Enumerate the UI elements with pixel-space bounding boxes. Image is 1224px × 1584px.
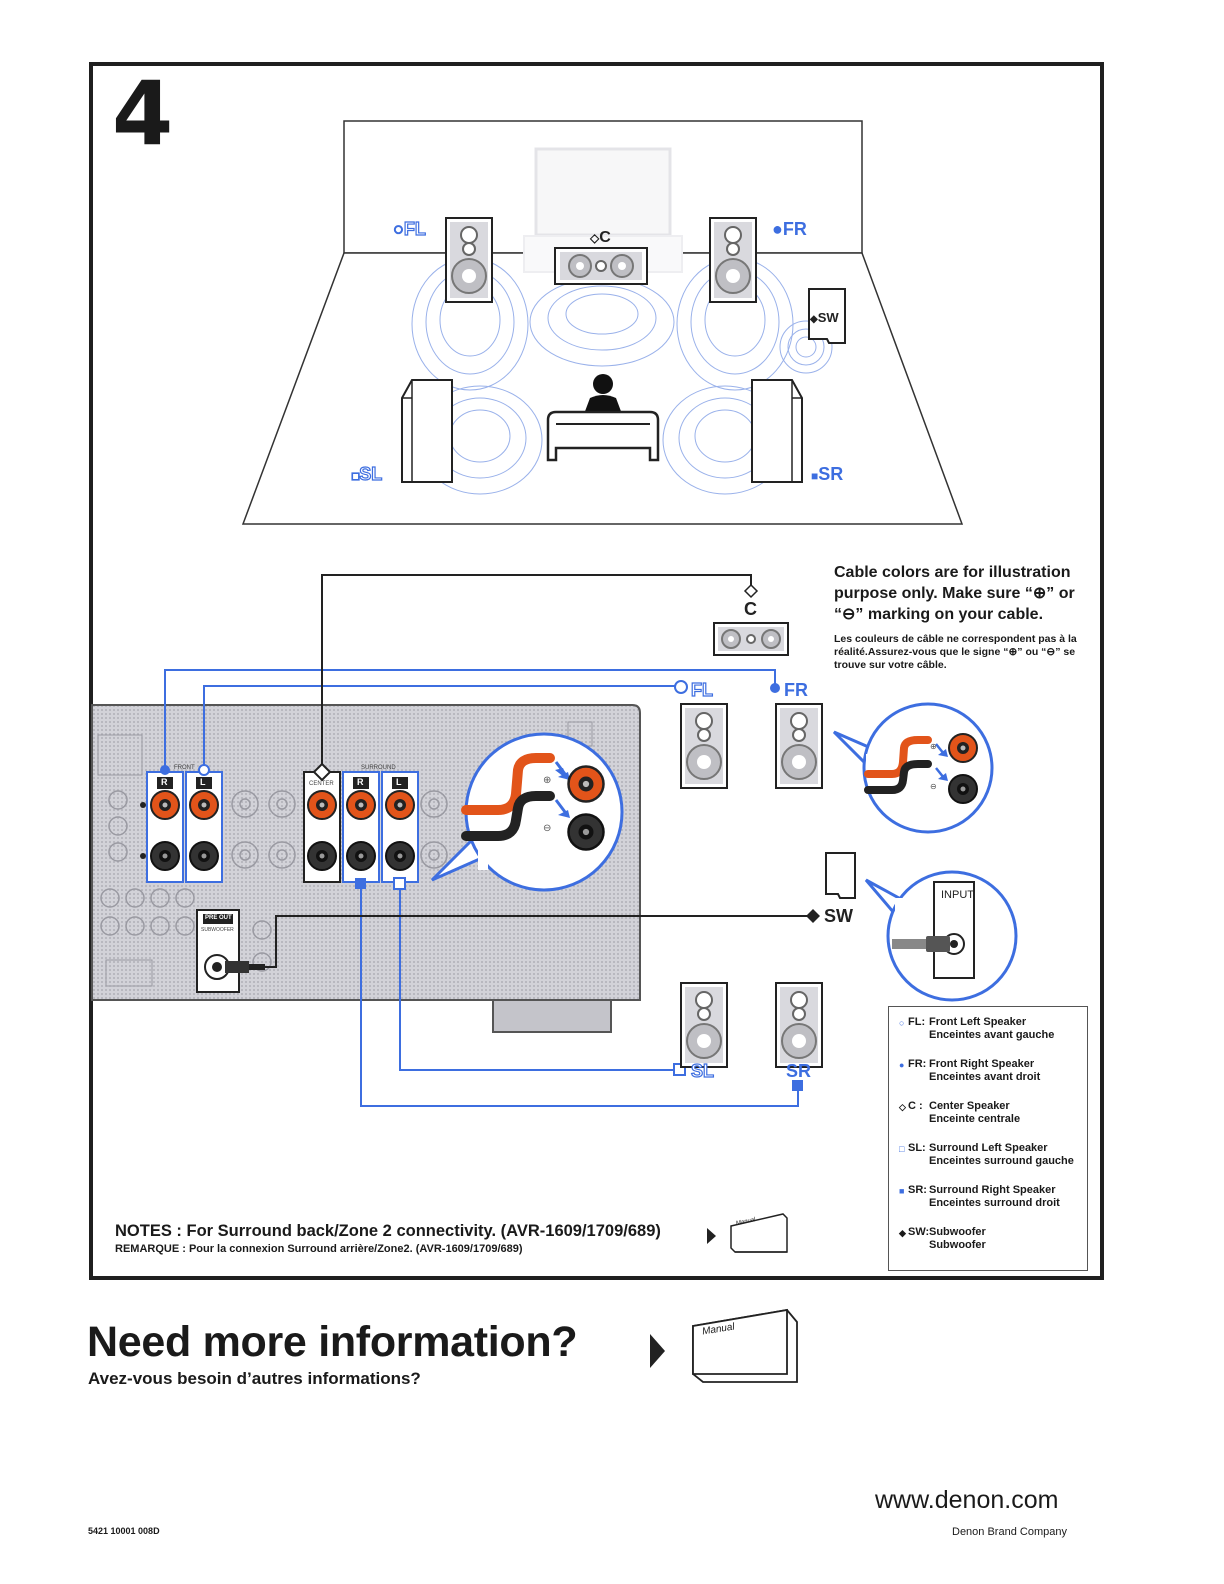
surround-right-speaker: [751, 379, 803, 483]
zoom-minus-sign: ⊖: [543, 823, 552, 834]
room-illustration: [241, 120, 964, 525]
need-more-info-headline: Need more information?: [87, 1318, 578, 1366]
room-label-sr: ■SR: [811, 464, 844, 484]
bubble-minus-sign: ⊖: [930, 782, 937, 791]
front-left-speaker-small: [680, 703, 728, 789]
room-label-fr: ●FR: [772, 219, 807, 239]
wire-markers: [160, 583, 820, 1091]
bubble-plus-sign: ⊕: [930, 742, 937, 751]
receiver-label-front: FRONT: [174, 765, 195, 771]
manual-book-icon-large: [692, 1308, 798, 1383]
room-label-fl: ○FL: [392, 219, 426, 239]
room-label-c: ◇C: [590, 229, 611, 246]
subwoofer-small: [825, 852, 856, 899]
wiring-label-sw: SW: [824, 906, 853, 926]
surround-right-speaker-small: [775, 982, 823, 1068]
wiring-label-fr: FR: [784, 680, 808, 700]
receiver-label-surround: SURROUND: [361, 765, 396, 771]
surround-right-wire: [360, 884, 799, 1107]
cable-note-en: Cable colors are for illustration purpos…: [834, 564, 1075, 623]
front-right-speaker: [709, 217, 757, 303]
room-label-sw: ◆SW: [810, 310, 839, 325]
subwoofer-speaker: [808, 288, 846, 344]
subwoofer-input-zoom-bubble: [864, 870, 1018, 1002]
notes-fr: REMARQUE : Pour la connexion Surround ar…: [115, 1243, 523, 1255]
subwoofer-input-label: INPUT: [941, 889, 974, 901]
center-wire: [321, 574, 752, 772]
wiring-label-sr: SR: [786, 1061, 812, 1081]
speaker-terminal-zoom-bubble: [832, 702, 994, 834]
front-right-speaker-small: [775, 703, 823, 789]
wiring-label-c: C: [744, 599, 757, 619]
pre-out-subwoofer-label: SUBWOOFER: [201, 927, 234, 933]
wiring-label-fl: FL: [690, 680, 713, 700]
notes-en: NOTES : For Surround back/Zone 2 connect…: [115, 1222, 661, 1240]
cable-note-fr: Les couleurs de câble ne correspondent p…: [834, 633, 1077, 671]
center-speaker: [554, 247, 648, 285]
surround-left-speaker-small: [680, 982, 728, 1068]
surround-left-speaker: [401, 379, 453, 483]
center-speaker-small: [713, 622, 789, 656]
listener-on-sofa: [546, 374, 660, 462]
speaker-wires: [164, 574, 808, 1107]
surround-r-label: R: [357, 777, 364, 787]
part-number: 5421 10001 008D: [88, 1526, 160, 1536]
notes-arrow-icon: [707, 1228, 716, 1244]
zoom-plus-sign: ⊕: [543, 775, 552, 786]
pre-out-subwoofer-jack: [196, 909, 265, 993]
need-more-info-subheadline: Avez-vous besoin d’autres informations?: [88, 1369, 421, 1388]
step-number: 4: [112, 62, 174, 165]
subwoofer-cable: [265, 915, 808, 968]
terminal-zoom-bubble: [430, 732, 624, 892]
manual-book-icon-small: [730, 1213, 788, 1253]
center-speaker-terminals: [303, 771, 341, 883]
receiver-jacks: [97, 721, 593, 987]
wiring-label-sl: SL: [690, 1061, 715, 1081]
front-l-label: L: [200, 777, 206, 787]
front-speaker-terminals: [140, 771, 223, 883]
surround-left-wire: [399, 884, 674, 1071]
front-left-wire: [203, 685, 676, 772]
website-link[interactable]: www.denon.com: [875, 1486, 1059, 1514]
front-left-speaker: [445, 217, 493, 303]
surround-l-label: L: [396, 777, 402, 787]
diagram-frame: [89, 62, 1104, 1280]
front-right-wire: [164, 669, 776, 772]
pre-out-label: PRE OUT: [205, 915, 232, 921]
room-label-sl: □SL: [351, 464, 383, 484]
footer-arrow-icon: [650, 1334, 665, 1368]
surround-speaker-terminals: [342, 771, 419, 883]
receiver-label-center: CENTER: [309, 781, 334, 787]
brand-company: Denon Brand Company: [952, 1526, 1067, 1538]
front-r-label: R: [161, 777, 168, 787]
